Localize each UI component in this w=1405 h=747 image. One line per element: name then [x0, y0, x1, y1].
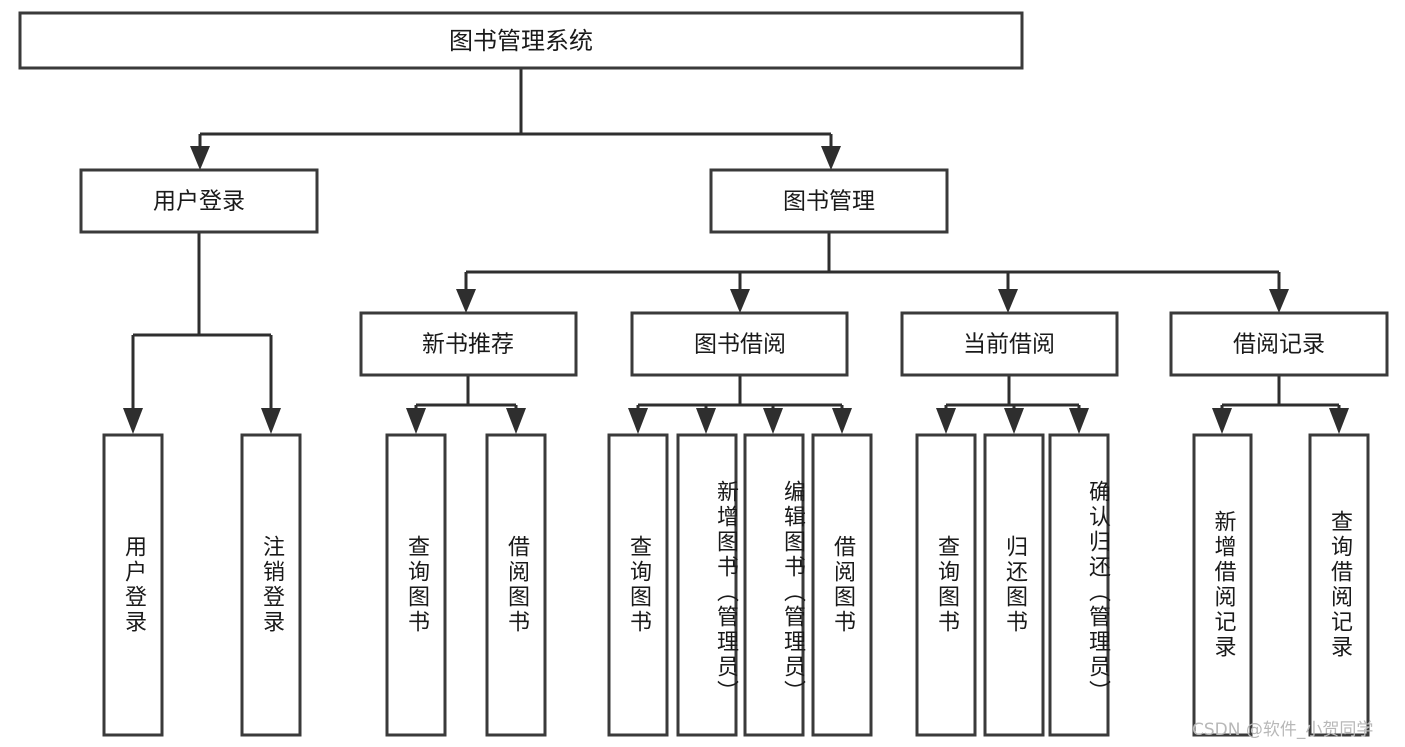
node-leaf-edit-book-box[interactable] — [743, 433, 805, 737]
node-leaf-return-book-box[interactable] — [983, 433, 1045, 737]
node-book-manage[interactable]: 图书管理 — [709, 168, 949, 234]
connector-root-to-level1 — [190, 68, 841, 170]
node-root[interactable]: 图书管理系统 — [18, 11, 1024, 70]
node-root-box[interactable] — [18, 11, 1024, 70]
node-leaf-user-login-box[interactable] — [102, 433, 164, 737]
node-user-login-box[interactable] — [79, 168, 319, 234]
node-book-borrow[interactable]: 图书借阅 — [630, 311, 849, 377]
node-book-manage-label: 图书管理 — [783, 189, 875, 215]
node-book-manage-box[interactable] — [709, 168, 949, 234]
csdn-watermark: CSDN @软件_小贺同学 — [1192, 720, 1374, 740]
connector-newbook-to-leaves — [406, 375, 526, 434]
node-book-borrow-label: 图书借阅 — [694, 332, 786, 358]
node-user-login-label: 用户登录 — [153, 189, 245, 215]
node-leaf-add-record-box[interactable] — [1192, 433, 1253, 737]
leaf-boxes — [102, 433, 1370, 737]
node-current-borrow-label: 当前借阅 — [963, 332, 1055, 358]
node-leaf-borrow-book-1-box[interactable] — [485, 433, 547, 737]
node-borrow-record-box[interactable] — [1169, 311, 1389, 377]
node-new-book-recommend[interactable]: 新书推荐 — [359, 311, 578, 377]
node-root-label: 图书管理系统 — [449, 27, 593, 55]
node-borrow-record-label: 借阅记录 — [1233, 332, 1325, 358]
node-leaf-borrow-book-2-box[interactable] — [811, 433, 873, 737]
connector-bookmanage-to-level2 — [456, 232, 1289, 313]
node-new-book-recommend-label: 新书推荐 — [422, 332, 514, 358]
connector-borrowrecord-to-leaves — [1212, 375, 1349, 434]
node-user-login[interactable]: 用户登录 — [79, 168, 319, 234]
node-leaf-confirm-return-box[interactable] — [1048, 433, 1110, 737]
node-borrow-record[interactable]: 借阅记录 — [1169, 311, 1389, 377]
node-leaf-query-book-3-box[interactable] — [915, 433, 977, 737]
node-new-book-recommend-box[interactable] — [359, 311, 578, 377]
node-leaf-add-book-box[interactable] — [676, 433, 738, 737]
node-leaf-query-book-2-box[interactable] — [607, 433, 669, 737]
node-current-borrow-box[interactable] — [900, 311, 1119, 377]
node-leaf-query-record-box[interactable] — [1308, 433, 1370, 737]
connector-userlogin-to-leaves — [123, 232, 281, 434]
node-leaf-logout-login-box[interactable] — [240, 433, 302, 737]
connector-currentborrow-to-leaves — [936, 375, 1089, 434]
connector-bookborrow-to-leaves — [628, 375, 852, 434]
node-current-borrow[interactable]: 当前借阅 — [900, 311, 1119, 377]
node-leaf-query-book-1-box[interactable] — [385, 433, 447, 737]
node-book-borrow-box[interactable] — [630, 311, 849, 377]
